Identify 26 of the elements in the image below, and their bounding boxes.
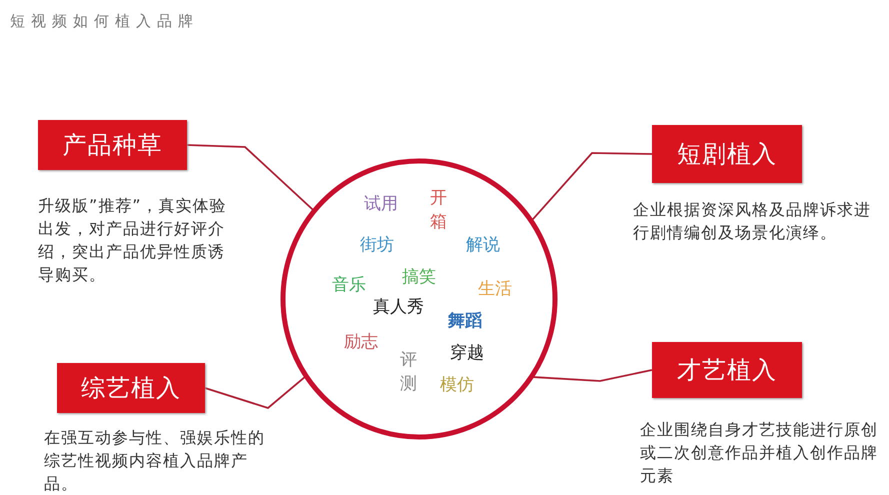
- keyword-label: 搞笑: [402, 266, 436, 288]
- keyword-label: 穿越: [450, 342, 484, 364]
- connector-line: [531, 369, 652, 382]
- category-box: 综艺植入: [57, 363, 205, 413]
- description-text: 企业根据资深风格及品牌诉求进行剧情编创及场景化演绎。: [633, 199, 872, 244]
- keyword-label: 生活: [478, 278, 512, 300]
- connector-line: [204, 375, 307, 409]
- keyword-label: 解说: [466, 234, 500, 256]
- keyword-label: 音乐: [332, 274, 366, 296]
- keyword-label: 试用: [364, 193, 398, 215]
- description-text: 在强互动参与性、强娱乐性的综艺性视频内容植入品牌产品。: [44, 427, 266, 495]
- keyword-label: 励志: [344, 331, 378, 353]
- keyword-label: 真人秀: [373, 296, 424, 318]
- keyword-label: 评测: [400, 349, 418, 396]
- connector-line: [530, 152, 652, 222]
- keyword-label: 舞蹈: [448, 310, 482, 332]
- diagram-title: 短视频如何植入品牌: [10, 12, 199, 31]
- keyword-label: 开箱: [430, 187, 448, 234]
- category-box: 才艺植入: [652, 342, 802, 398]
- description-text: 升级版”推荐”，真实体验出发，对产品进行好评介绍，突出产品优异性质诱导购买。: [38, 195, 228, 286]
- category-box: 产品种草: [38, 120, 187, 170]
- description-text: 企业围绕自身才艺技能进行原创或二次创意作品并植入创作品牌元素: [640, 419, 879, 487]
- keyword-label: 模仿: [440, 374, 474, 396]
- category-box: 短剧植入: [652, 125, 802, 183]
- keyword-label: 街坊: [360, 234, 394, 256]
- connector-line: [186, 144, 315, 212]
